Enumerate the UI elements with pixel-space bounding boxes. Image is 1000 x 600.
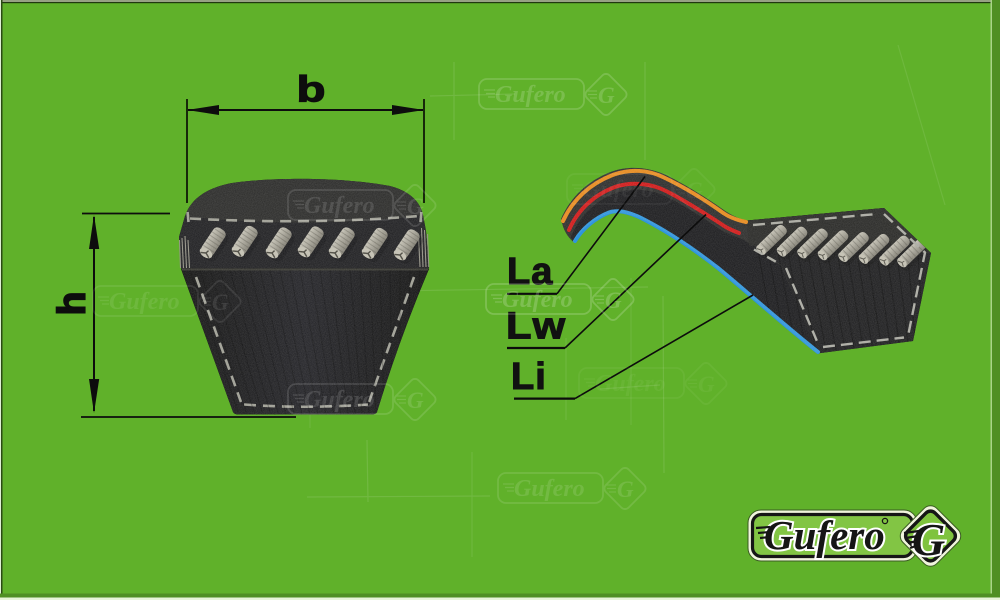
svg-text:h: h <box>51 292 94 316</box>
svg-text:b: b <box>297 69 326 110</box>
svg-text:G: G <box>912 514 945 565</box>
svg-text:Li: Li <box>511 356 547 398</box>
svg-text:Gufero: Gufero <box>764 512 885 558</box>
